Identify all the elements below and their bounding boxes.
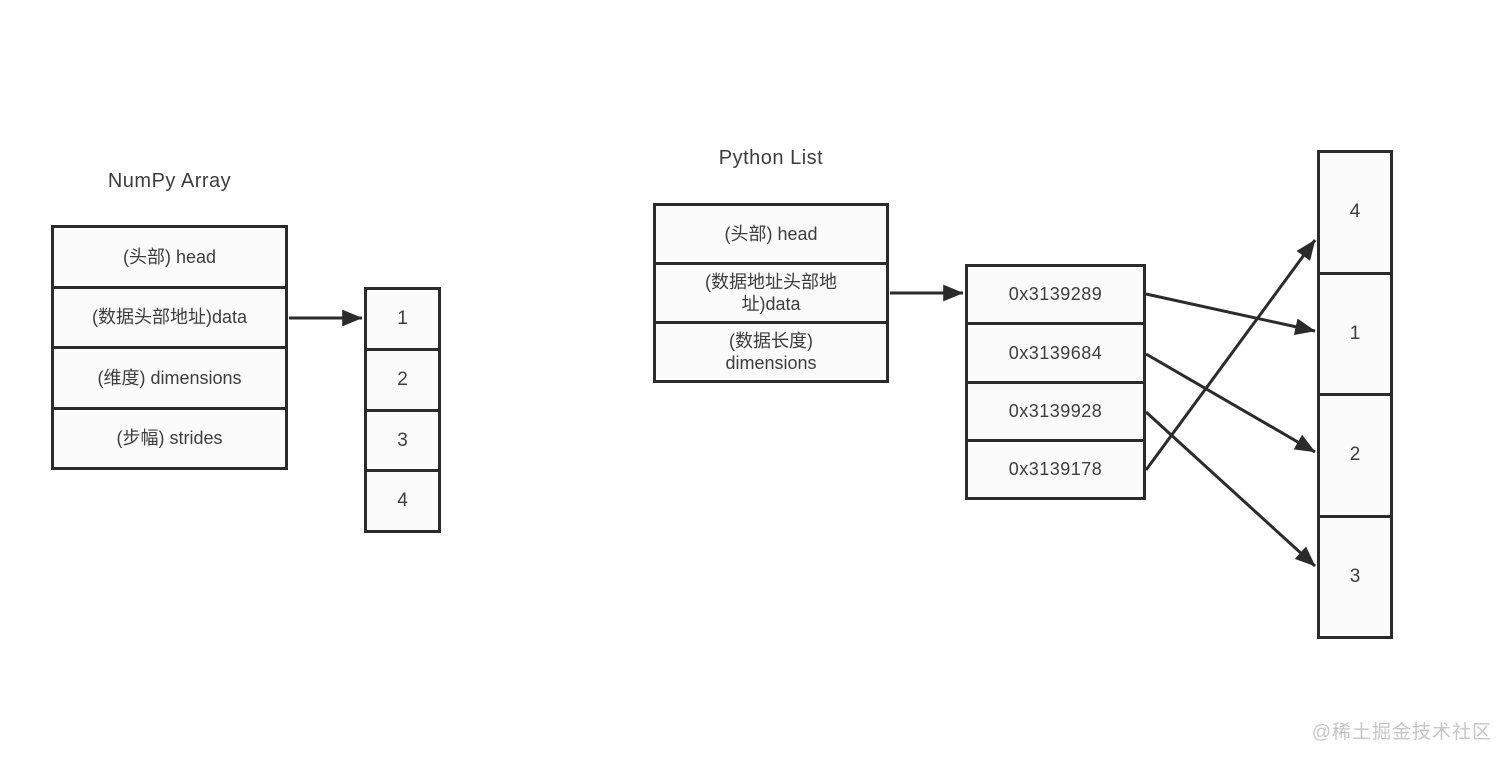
numpy-row-data: (数据头部地址)data <box>54 285 285 347</box>
numpy-row-head: (头部) head <box>122 246 217 267</box>
python-row-data: (数据地址头部地址)data <box>656 262 886 321</box>
numpy-row-strides: (步幅) strides <box>54 406 285 468</box>
array-cell: 2 <box>367 347 438 409</box>
array-cell: 1 <box>1320 271 1390 394</box>
numpy-title: NumPy Array <box>107 170 232 192</box>
array-cell: 3 <box>1320 514 1390 637</box>
watermark: @稀土掘金技术社区 <box>1311 722 1492 743</box>
array-cell: 4 <box>1349 201 1361 223</box>
array-cell: 1 <box>397 308 408 329</box>
arrow-addr3-to-cell-3 <box>1144 410 1317 568</box>
python-row-data-label: (数据地址头部地址)data <box>705 271 837 315</box>
python-data-array: 4 1 2 3 <box>1317 150 1393 639</box>
python-address-box: 0x3139289 0x3139684 0x3139928 0x3139178 <box>965 264 1146 500</box>
python-struct-box: (头部) head (数据地址头部地址)data (数据长度) dimensio… <box>653 203 889 383</box>
address-cell: 0x3139928 <box>968 380 1143 439</box>
python-row-dimensions: (数据长度) dimensions <box>656 321 886 380</box>
numpy-struct-box: (头部) head (数据头部地址)data (维度) dimensions (… <box>51 225 288 470</box>
python-title: Python List <box>718 147 824 169</box>
address-cell: 0x3139289 <box>1008 284 1103 305</box>
arrow-addr4-to-cell-4 <box>1144 239 1317 471</box>
address-cell: 0x3139178 <box>968 438 1143 497</box>
array-cell: 3 <box>367 408 438 470</box>
array-cell: 2 <box>1320 393 1390 515</box>
arrow-addr1-to-cell-1 <box>1145 292 1316 335</box>
array-cell: 4 <box>367 469 438 530</box>
address-cell: 0x3139684 <box>968 322 1143 380</box>
python-row-head: (头部) head <box>724 223 818 244</box>
numpy-data-array: 1 2 3 4 <box>364 287 441 533</box>
python-row-dimensions-label: (数据长度) dimensions <box>725 330 817 374</box>
arrow-addr2-to-cell-2 <box>1145 352 1316 454</box>
numpy-row-dimensions: (维度) dimensions <box>54 346 285 407</box>
